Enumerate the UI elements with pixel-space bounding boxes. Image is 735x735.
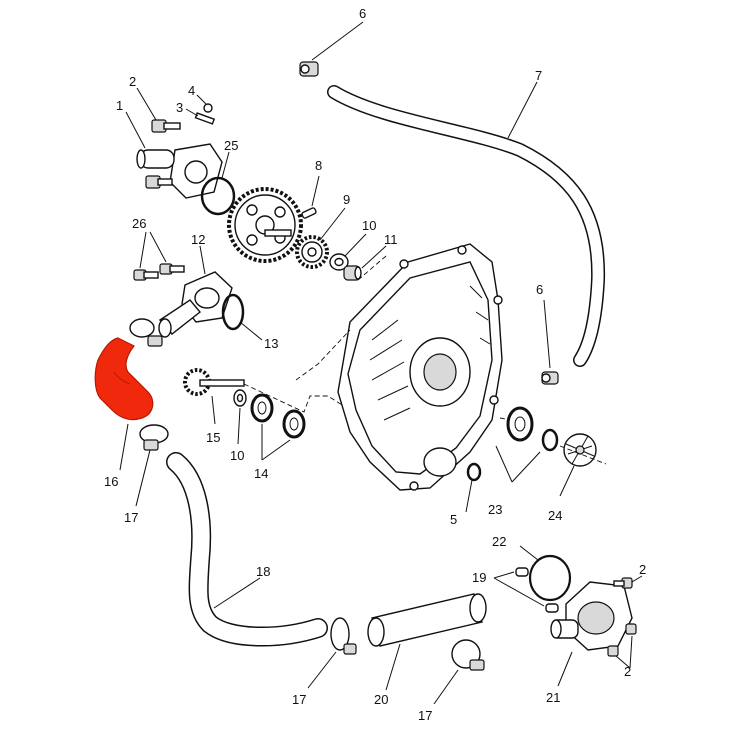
hose-clamp-part-6-top bbox=[299, 21, 364, 77]
hose-clamp-near-16 bbox=[129, 318, 163, 347]
water-outlet-part-1 bbox=[125, 111, 223, 199]
drive-gear-large bbox=[227, 187, 303, 263]
o-ring-part-25 bbox=[200, 151, 236, 216]
oil-seal-part-5 bbox=[465, 462, 482, 513]
lower-hose-part-18 bbox=[166, 452, 328, 647]
callout-6-right: 6 bbox=[536, 282, 543, 297]
callout-10-lower: 10 bbox=[230, 448, 244, 463]
callout-19: 19 bbox=[472, 570, 486, 585]
hose-clamp-part-17-right bbox=[433, 639, 485, 705]
assembly-line-shaft bbox=[243, 383, 351, 413]
pump-shaft-part-15 bbox=[183, 368, 245, 425]
callout-15: 15 bbox=[206, 430, 220, 445]
o-ring-part-13 bbox=[221, 293, 263, 341]
callout-16: 16 bbox=[104, 474, 118, 489]
impeller-part-24 bbox=[559, 433, 597, 497]
callout-22: 22 bbox=[492, 534, 506, 549]
callout-2-top: 2 bbox=[129, 74, 136, 89]
callout-7: 7 bbox=[535, 68, 542, 83]
callout-2-right-lower: 2 bbox=[624, 664, 631, 679]
bushing-part-11 bbox=[343, 245, 387, 281]
pipe-part-20 bbox=[367, 593, 487, 691]
callout-26: 26 bbox=[132, 216, 146, 231]
callout-24: 24 bbox=[548, 508, 562, 523]
callout-11: 11 bbox=[384, 232, 398, 247]
callout-23: 23 bbox=[488, 502, 502, 517]
bolt-part-2-right-lower bbox=[607, 623, 637, 669]
callout-17-right: 17 bbox=[418, 708, 432, 723]
callout-18: 18 bbox=[256, 564, 270, 579]
washer-part-10-lower bbox=[233, 389, 247, 445]
gasket-part-22 bbox=[519, 545, 572, 602]
callout-17-left: 17 bbox=[124, 510, 138, 525]
assembly-line-cover-top bbox=[357, 255, 387, 281]
callout-12: 12 bbox=[191, 232, 205, 247]
callout-4: 4 bbox=[188, 83, 195, 98]
hose-clamp-part-17-center bbox=[307, 617, 357, 689]
callout-3: 3 bbox=[176, 100, 183, 115]
elbow-part-12 bbox=[158, 245, 233, 338]
bolt-part-2-right-upper bbox=[613, 575, 643, 589]
callout-6-top: 6 bbox=[359, 6, 366, 21]
water-pump-cover-part-21 bbox=[550, 581, 633, 687]
callout-5: 5 bbox=[450, 512, 457, 527]
gear-part-9 bbox=[295, 207, 346, 269]
callout-17-center: 17 bbox=[292, 692, 306, 707]
coolant-hose-part-16-highlighted bbox=[94, 337, 154, 471]
callout-20: 20 bbox=[374, 692, 388, 707]
washer-part-10-top bbox=[329, 233, 367, 271]
callout-21: 21 bbox=[546, 690, 560, 705]
hose-clamp-part-6-right bbox=[541, 299, 559, 385]
hose-clamp-part-17-left bbox=[135, 424, 169, 507]
assembly-line-pump bbox=[499, 417, 607, 465]
bearings-part-14 bbox=[250, 393, 306, 461]
bolt-part-3 bbox=[185, 108, 216, 125]
callout-10-top: 10 bbox=[362, 218, 376, 233]
callout-13: 13 bbox=[264, 336, 278, 351]
engine-side-cover bbox=[337, 243, 503, 491]
callout-25: 25 bbox=[224, 138, 238, 153]
pin-part-8 bbox=[301, 175, 320, 219]
dowel-pins-part-19 bbox=[493, 567, 559, 613]
callout-1: 1 bbox=[116, 98, 123, 113]
assembly-line-cover-left bbox=[295, 329, 351, 381]
bolt-under-outlet bbox=[145, 175, 173, 189]
callout-2-right-upper: 2 bbox=[639, 562, 646, 577]
mechanical-seal-part-23 bbox=[495, 406, 559, 483]
washer-part-4 bbox=[196, 94, 213, 113]
callout-8: 8 bbox=[315, 158, 322, 173]
callout-9: 9 bbox=[343, 192, 350, 207]
callout-14: 14 bbox=[254, 466, 268, 481]
bolts-part-26 bbox=[133, 231, 185, 281]
long-hose-part-7 bbox=[327, 81, 606, 367]
bolt-part-2-top bbox=[136, 87, 181, 133]
